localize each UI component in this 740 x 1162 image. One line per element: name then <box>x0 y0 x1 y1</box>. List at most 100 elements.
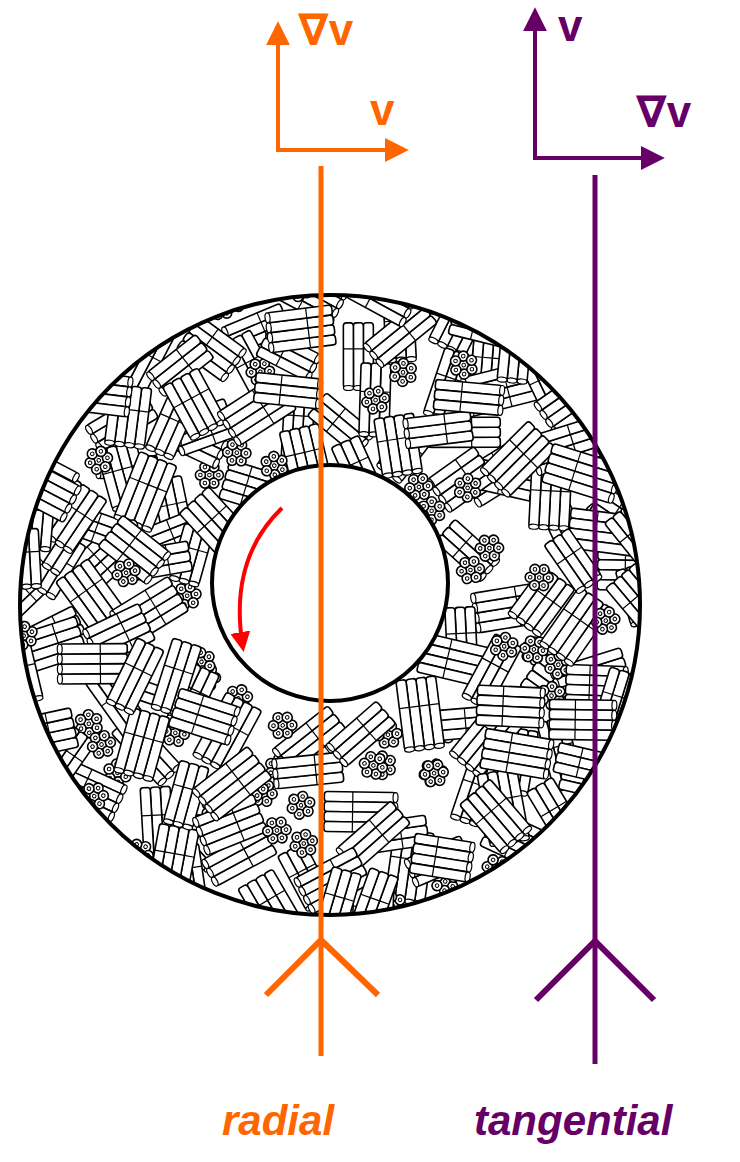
rod-segment <box>294 415 304 417</box>
rod-end <box>97 801 102 806</box>
rod-end <box>92 794 97 799</box>
rod-segment <box>184 855 194 857</box>
rod-end <box>279 458 284 463</box>
rod <box>379 280 444 295</box>
rod-segment <box>445 306 454 311</box>
rod-end <box>209 305 214 310</box>
rod <box>535 368 590 411</box>
rod-end <box>549 657 554 662</box>
rod-end <box>218 291 231 304</box>
rod-end <box>473 490 478 495</box>
rod-segment <box>155 850 165 852</box>
rod-segment <box>312 731 318 739</box>
rod-segment <box>409 333 415 341</box>
rod-end <box>87 722 91 726</box>
rod-segment <box>612 694 622 697</box>
rod-segment <box>445 424 446 434</box>
rod-end <box>0 611 5 622</box>
rod-segment <box>572 614 580 620</box>
rod-bundle <box>325 701 395 768</box>
rod-segment <box>156 607 161 616</box>
rod-end <box>134 443 145 449</box>
rod-end <box>359 431 369 436</box>
rod-segment <box>435 847 437 857</box>
rod-segment <box>377 441 387 443</box>
rod-segment <box>116 614 120 623</box>
rod <box>342 286 405 327</box>
rod-segment <box>531 461 538 468</box>
rod-segment <box>460 392 462 402</box>
rod <box>84 603 143 638</box>
rod-end <box>199 473 203 477</box>
rod-segment <box>213 434 216 443</box>
rod-end <box>392 471 403 477</box>
rod <box>405 411 471 429</box>
rod <box>0 530 11 588</box>
rod-end <box>236 288 241 293</box>
rod-segment <box>94 579 102 585</box>
rod <box>481 421 535 475</box>
rod-end <box>87 731 91 735</box>
rod-segment <box>144 737 154 740</box>
rod-end <box>79 718 83 722</box>
rod-segment <box>352 812 353 822</box>
rod-bundle <box>402 411 473 449</box>
rod-segment <box>482 357 492 359</box>
rod <box>114 451 149 519</box>
rod-end <box>380 405 384 409</box>
rod <box>125 328 166 394</box>
rod-end <box>468 556 479 567</box>
rod-end <box>130 344 135 349</box>
rod-end <box>125 339 139 353</box>
rod-end <box>600 627 605 632</box>
rod-end <box>404 746 415 752</box>
rod-segment <box>404 292 406 302</box>
rod-end <box>382 942 392 947</box>
rod-end <box>504 328 511 339</box>
rod-end <box>124 407 130 418</box>
rod-end <box>289 723 294 728</box>
rod-end <box>478 534 492 548</box>
rod <box>274 752 342 769</box>
rod-end <box>460 569 464 573</box>
rod-end <box>10 544 20 550</box>
rod-end <box>191 601 195 605</box>
rod-segment <box>352 792 353 802</box>
rod-segment <box>139 411 149 412</box>
rod-segment <box>70 596 78 602</box>
rod-segment <box>243 486 246 496</box>
rod-end <box>297 812 301 816</box>
rod-segment <box>212 329 218 337</box>
rod-end <box>228 302 233 307</box>
rod-segment <box>75 797 79 806</box>
rod-segment <box>312 275 317 284</box>
rod-segment <box>161 616 166 625</box>
rod-segment <box>455 460 461 468</box>
rod-segment <box>517 447 524 454</box>
rod-end <box>325 742 335 753</box>
rod-end <box>395 731 400 736</box>
rod <box>12 441 78 482</box>
rod-end <box>271 747 281 758</box>
rod-bundle <box>426 446 497 513</box>
rod-end <box>619 735 630 743</box>
rod-end <box>507 318 514 329</box>
rod-segment <box>405 282 407 292</box>
rod-segment <box>444 414 445 424</box>
rod-segment <box>28 472 33 481</box>
rod-segment <box>122 466 132 469</box>
rod-end <box>52 784 63 794</box>
rod-end <box>497 875 502 880</box>
rod-end <box>276 930 287 939</box>
rod-end <box>203 481 207 485</box>
rod-end <box>478 546 483 551</box>
rod-segment <box>176 349 182 357</box>
rod-end <box>308 800 312 804</box>
rod-segment <box>580 620 588 626</box>
rod-segment <box>466 632 476 634</box>
rod-end <box>280 711 294 725</box>
rod-segment <box>150 599 155 608</box>
rod-end <box>271 454 276 459</box>
rod-end <box>209 292 222 305</box>
rod-segment <box>169 418 178 422</box>
